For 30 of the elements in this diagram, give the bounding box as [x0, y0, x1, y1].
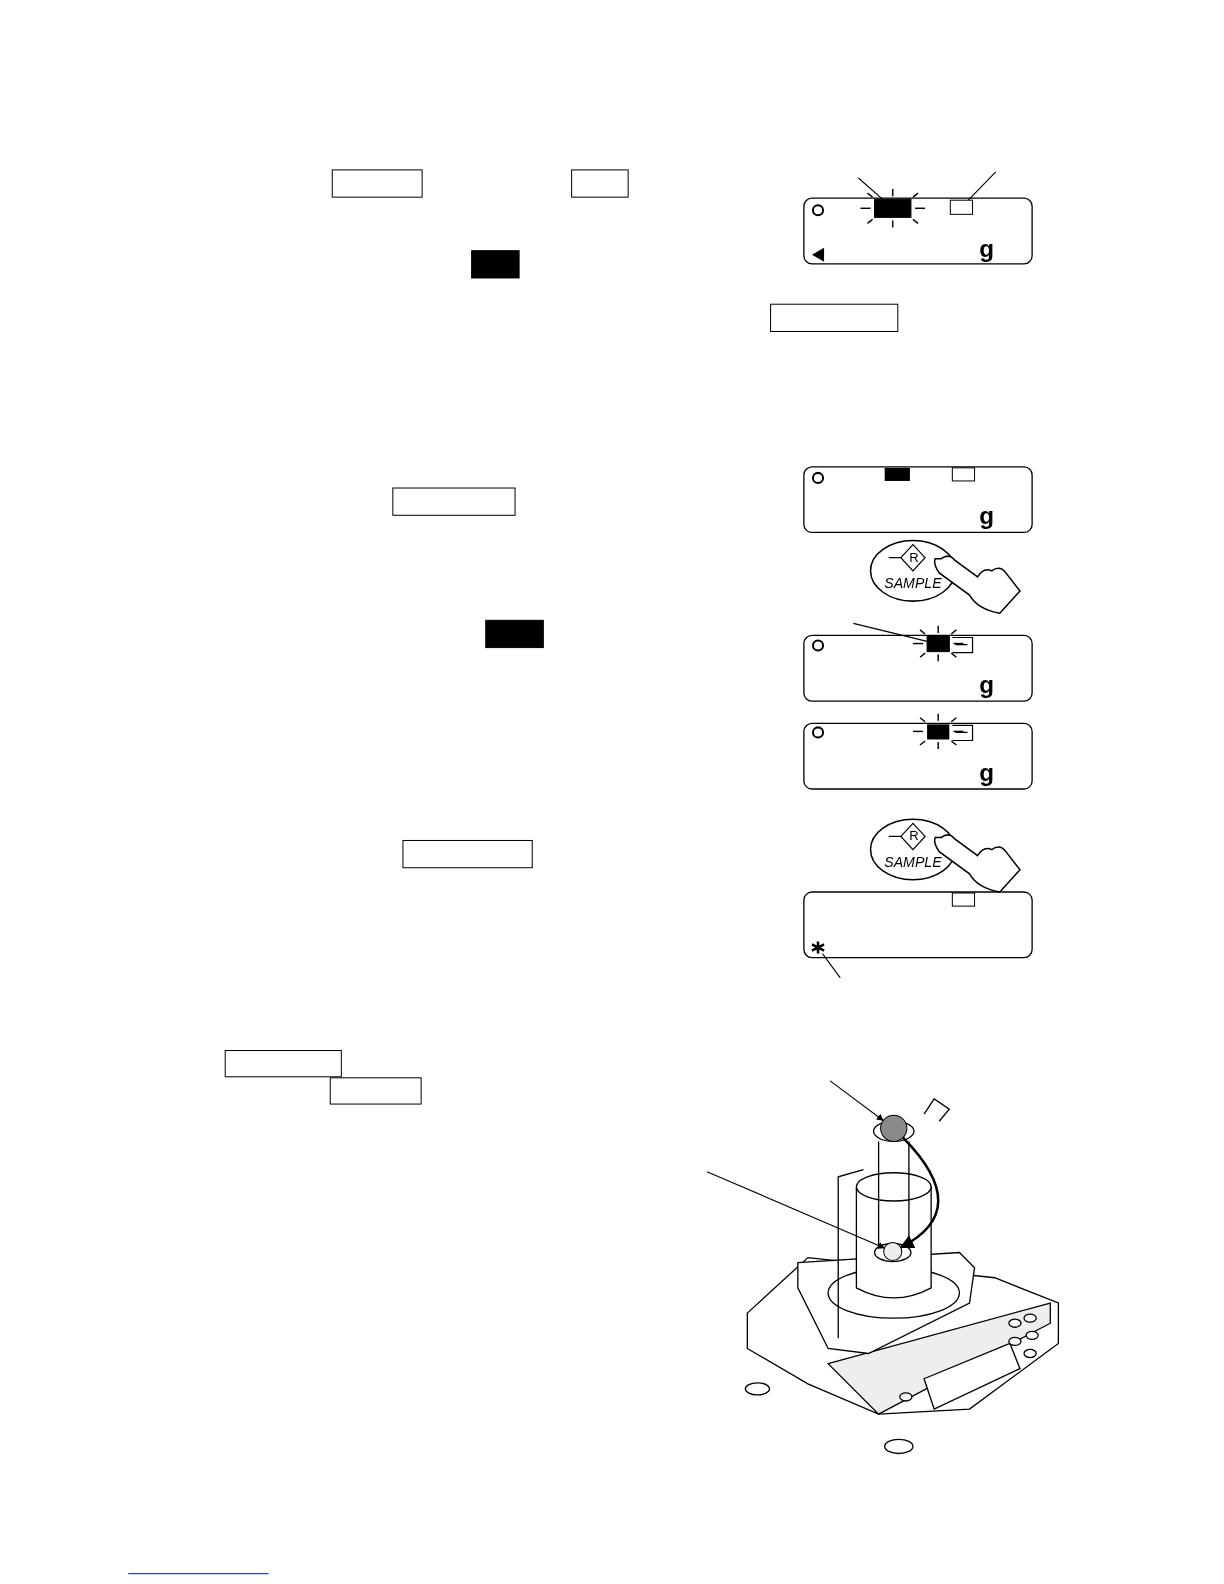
indicator-segment [874, 198, 912, 218]
key-symbol [331, 169, 423, 198]
key-symbol [485, 619, 544, 649]
unit-symbol: g [979, 758, 995, 786]
leader-line [857, 177, 883, 200]
key-symbol [392, 487, 516, 516]
leader-line [967, 171, 997, 201]
sample-ball [883, 1241, 903, 1262]
key-symbol [471, 250, 520, 279]
key-label: SAMPLE [884, 575, 942, 591]
arrow [829, 1080, 884, 1121]
leader-line [821, 953, 841, 979]
key-symbol [329, 1077, 422, 1105]
key-symbol [571, 169, 629, 198]
key-symbol [224, 1050, 342, 1078]
unit-symbol: g [979, 234, 995, 262]
key-symbol [402, 839, 533, 869]
key-label: SAMPLE [884, 853, 942, 870]
unit-symbol: g [979, 502, 995, 530]
arrow [899, 1136, 940, 1249]
sample-ball [880, 1114, 908, 1142]
arrow [706, 1171, 886, 1249]
key-symbol [770, 303, 899, 332]
unit-symbol: g [979, 671, 995, 699]
asterisk-mark [810, 940, 826, 955]
indicator-segment [949, 199, 974, 215]
key-label: R [909, 549, 919, 565]
leader-line [852, 622, 928, 642]
key-label: R [909, 828, 919, 844]
indicator-segment [926, 635, 950, 653]
